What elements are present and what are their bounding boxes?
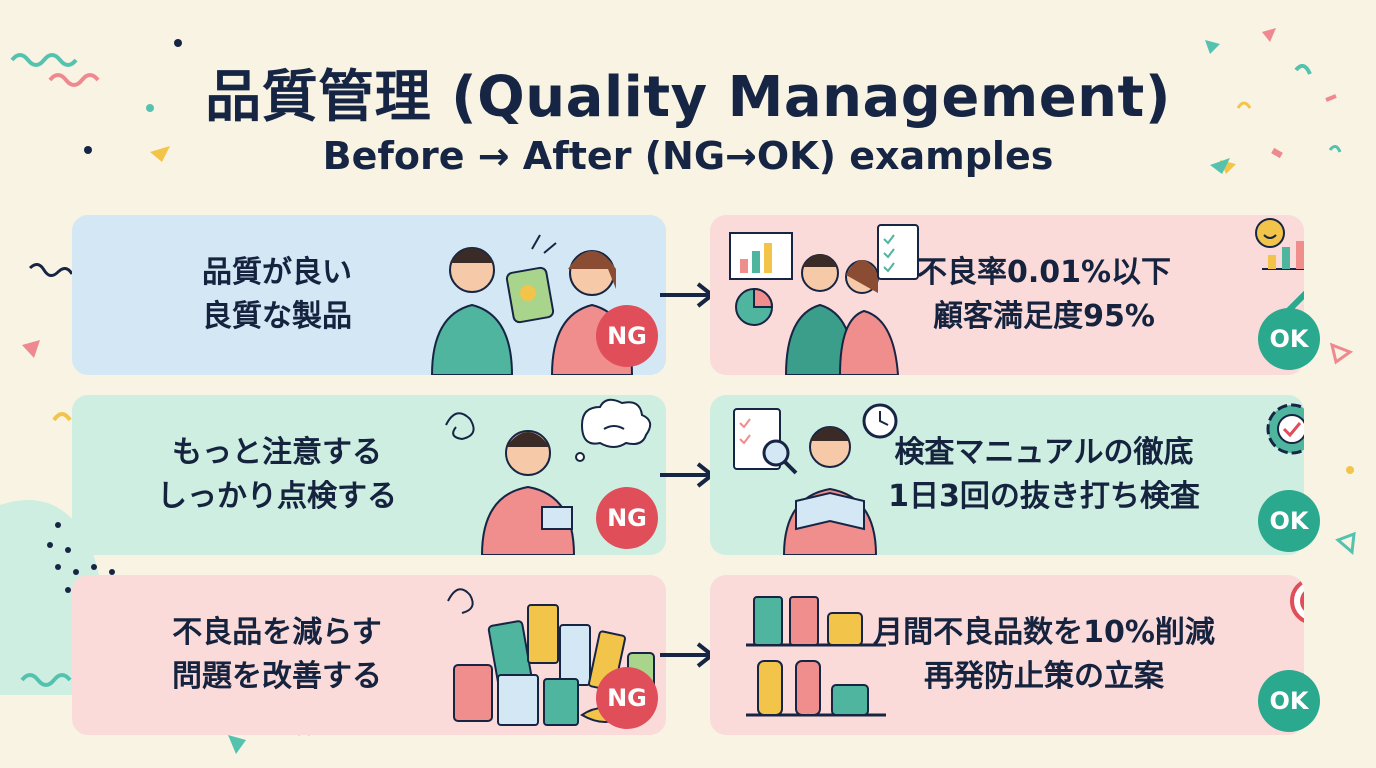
before-line-2: 良質な製品: [202, 299, 352, 334]
growth-chart-icon: [1255, 218, 1304, 318]
before-line-1: 品質が良い: [202, 255, 352, 290]
target-icon: [1290, 579, 1304, 684]
after-card-reduction: 月間不良品数を10%削減 再発防止策の立案: [710, 575, 1304, 735]
before-card-defects: 不良品を減らす 問題を改善する: [72, 575, 666, 735]
ng-badge: NG: [596, 667, 658, 729]
ng-badge: NG: [596, 305, 658, 367]
pile-of-products-icon: [447, 588, 655, 726]
right-arrow-icon: [660, 462, 716, 488]
confused-worker-icon: [445, 398, 652, 555]
before-text: もっと注意する しっかり点検する: [142, 431, 412, 519]
before-text: 不良品を減らす 問題を改善する: [142, 611, 412, 699]
gear-check-icon: [1266, 403, 1304, 455]
right-arrow-icon: [660, 642, 716, 668]
after-line-2: 1日3回の抜き打ち検査: [888, 479, 1200, 514]
before-card-quality: 品質が良い 良質な製品: [72, 215, 666, 375]
after-line-1: 不良率0.01%以下: [916, 255, 1172, 290]
organized-products-shelf-icon: [746, 596, 886, 717]
after-line-2: 再発防止策の立案: [924, 659, 1164, 694]
after-card-inspection: 検査マニュアルの徹底 1日3回の抜き打ち検査: [710, 395, 1304, 555]
after-text: 月間不良品数を10%削減 再発防止策の立案: [864, 611, 1224, 699]
before-line-1: 不良品を減らす: [172, 615, 382, 650]
before-text: 品質が良い 良質な製品: [142, 251, 412, 339]
after-text: 検査マニュアルの徹底 1日3回の抜き打ち検査: [864, 431, 1224, 519]
after-line-1: 月間不良品数を10%削減: [873, 615, 1215, 650]
ng-badge: NG: [596, 487, 658, 549]
after-text: 不良率0.01%以下 顧客満足度95%: [864, 251, 1224, 339]
before-line-2: 問題を改善する: [172, 659, 382, 694]
page-subtitle: Before → After (NG→OK) examples: [322, 134, 1054, 178]
after-card-quality: 不良率0.01%以下 顧客満足度95%: [710, 215, 1304, 375]
before-card-attention: もっと注意する しっかり点検する: [72, 395, 666, 555]
before-line-2: しっかり点検する: [157, 479, 397, 514]
ok-badge: OK: [1258, 308, 1320, 370]
worker-reading-manual-icon: [733, 403, 898, 555]
business-people-with-charts-icon: [729, 224, 919, 375]
after-line-1: 検査マニュアルの徹底: [894, 435, 1194, 470]
right-arrow-icon: [660, 282, 716, 308]
ok-badge: OK: [1258, 490, 1320, 552]
after-line-2: 顧客満足度95%: [933, 299, 1155, 334]
ok-badge: OK: [1258, 670, 1320, 732]
before-line-1: もっと注意する: [172, 435, 382, 470]
page-title: 品質管理 (Quality Management): [205, 65, 1171, 130]
